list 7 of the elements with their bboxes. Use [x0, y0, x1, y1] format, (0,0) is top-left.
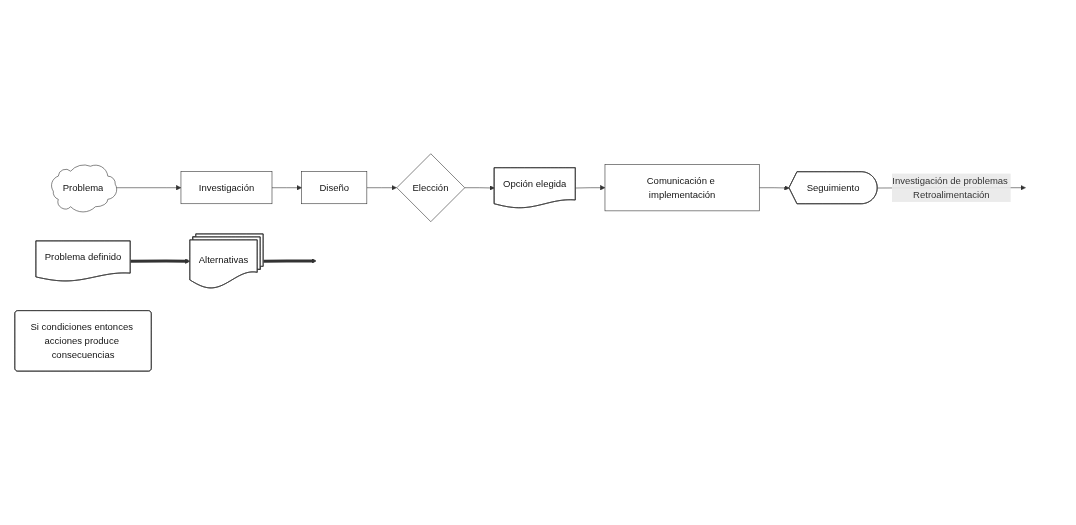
- node-diamond: Elección: [396, 153, 466, 223]
- arrow: [263, 258, 317, 264]
- edge-label: Investigación de problemas Retroalimentación: [892, 175, 1008, 200]
- arrow: [130, 258, 191, 264]
- node-box: Comunicación e implementación: [604, 164, 760, 212]
- node-box: Diseño: [301, 171, 368, 205]
- node-box: Investigación: [180, 171, 273, 205]
